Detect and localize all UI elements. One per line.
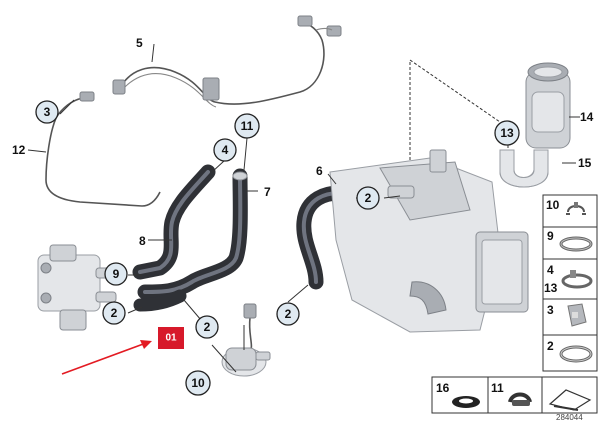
callout-2-mid: 2 — [356, 186, 380, 210]
callout-text: 10 — [191, 376, 205, 390]
legend-4-num: 4 — [547, 263, 554, 277]
callout-text: 2 — [204, 320, 211, 334]
legend-13-num: 13 — [544, 281, 558, 295]
callout-2-left: 2 — [102, 301, 126, 325]
wiring-harness — [112, 15, 342, 108]
callout-2-center: 2 — [276, 302, 300, 326]
expansion-tank — [525, 62, 571, 149]
electric-pump — [221, 303, 271, 377]
band-clamp-icon — [559, 345, 593, 363]
label-15: 15 — [578, 156, 592, 170]
legend-10-num: 10 — [546, 198, 560, 212]
clip-icon — [566, 202, 586, 215]
callout-text: 11 — [241, 119, 254, 133]
spring-clamp-icon — [561, 270, 593, 289]
water-valve — [37, 244, 117, 331]
callout-text: 3 — [44, 105, 51, 119]
legend-16-num: 16 — [436, 381, 450, 395]
callout-text: 2 — [111, 306, 118, 320]
leader-lines — [27, 43, 580, 373]
heater-unit — [329, 149, 529, 333]
marker-text: 01 — [165, 333, 177, 344]
label-8: 8 — [139, 234, 146, 248]
legend-3-num: 3 — [547, 303, 554, 317]
callout-10: 10 — [185, 370, 211, 396]
callout-text: 2 — [365, 191, 372, 205]
legend-2-num: 2 — [547, 339, 554, 353]
seal-ring-icon — [452, 396, 480, 408]
callout-3: 3 — [35, 100, 59, 124]
red-arrow — [61, 340, 152, 375]
u-hose — [499, 149, 549, 188]
legend-9-num: 9 — [547, 229, 554, 243]
label-6: 6 — [316, 164, 323, 178]
lubricant-icon — [548, 389, 592, 411]
legend-11-num: 11 — [491, 381, 504, 395]
callout-4: 4 — [213, 138, 237, 162]
callout-2-lower: 2 — [195, 315, 219, 339]
marker-01: 01 — [158, 327, 184, 349]
label-14: 14 — [580, 110, 594, 124]
sensor-line — [45, 91, 161, 207]
document-number: 284044 — [556, 413, 583, 422]
callout-9: 9 — [104, 262, 128, 286]
callout-text: 13 — [500, 126, 514, 140]
hose-clamp-icon — [559, 236, 593, 252]
reference-line — [409, 59, 501, 160]
bottom-legend: 16 11 284044 — [431, 376, 598, 422]
callout-11: 11 — [234, 113, 260, 139]
legend-panel: 10 9 4 13 3 2 — [542, 194, 598, 372]
callout-text: 4 — [222, 143, 229, 157]
bracket-icon — [567, 303, 587, 327]
callout-13: 13 — [494, 120, 520, 146]
hose-to-heater — [296, 185, 356, 290]
coolant-hoses — [132, 164, 248, 312]
label-12: 12 — [12, 143, 26, 157]
label-7: 7 — [264, 185, 271, 199]
hose-clip-icon — [508, 392, 532, 406]
callout-text: 9 — [113, 267, 120, 281]
callout-text: 2 — [285, 307, 292, 321]
label-5: 5 — [136, 36, 143, 50]
